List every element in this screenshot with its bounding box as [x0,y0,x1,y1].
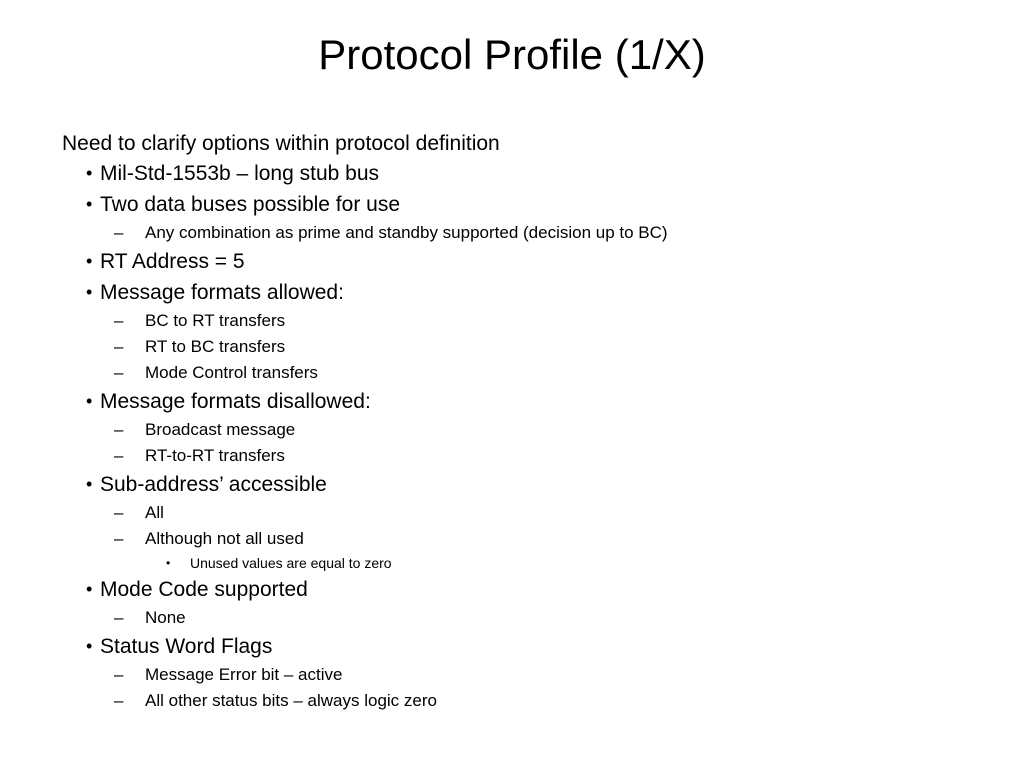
dash-text: Message Error bit – active [145,665,343,684]
dash-icon: – [114,363,124,382]
dash-icon: – [114,223,124,242]
bullet-icon: • [86,194,93,214]
bullet-text: Message formats allowed: [100,281,344,304]
bullet-icon: • [166,556,171,570]
bullet-text: RT Address = 5 [100,250,245,273]
dash-item: – All [62,500,962,526]
dash-text: RT to BC transfers [145,337,286,356]
dash-item: – Message Error bit – active [62,662,962,688]
bullet-item: • Two data buses possible for use [62,189,962,220]
bullet-item: • Mode Code supported [62,574,962,605]
dash-text: RT-to-RT transfers [145,446,285,465]
dash-item: – Mode Control transfers [62,360,962,386]
bullet-icon: • [86,163,93,183]
dash-icon: – [114,665,124,684]
dash-item: – Although not all used [62,526,962,552]
dash-text: All other status bits – always logic zer… [145,691,437,710]
bullet-item: • Status Word Flags [62,631,962,662]
bullet-item: • Message formats disallowed: [62,386,962,417]
dash-icon: – [114,529,124,548]
bullet-text: Message formats disallowed: [100,390,371,413]
bullet-item: • Sub-address’ accessible [62,469,962,500]
bullet-icon: • [86,282,93,302]
slide-body: Need to clarify options within protocol … [62,130,962,714]
bullet-item: • RT Address = 5 [62,246,962,277]
dash-icon: – [114,420,124,439]
bullet-icon: • [86,579,93,599]
dash-text: Mode Control transfers [145,363,318,382]
bullet-text: Two data buses possible for use [100,193,401,216]
dash-icon: – [114,311,124,330]
dash-icon: – [114,503,124,522]
bullet-item: • Message formats allowed: [62,277,962,308]
bullet-icon: • [86,636,93,656]
dash-item: – BC to RT transfers [62,308,962,334]
dash-icon: – [114,608,124,627]
dash-icon: – [114,446,124,465]
bullet-icon: • [86,251,93,271]
dash-item: – RT to BC transfers [62,334,962,360]
bullet-icon: • [86,391,93,411]
dash-item: – None [62,605,962,631]
dash-icon: – [114,691,124,710]
dash-text: None [145,608,186,627]
dash-text: Broadcast message [145,420,296,439]
bullet-text: Mode Code supported [100,578,308,601]
dash-text: Although not all used [145,529,304,548]
dash-item: – Broadcast message [62,417,962,443]
bullet-item: • Mil-Std-1553b – long stub bus [62,158,962,189]
slide-title: Protocol Profile (1/X) [318,31,706,78]
sub-bullet-text: Unused values are equal to zero [190,555,392,571]
sub-bullet-item: • Unused values are equal to zero [62,552,962,574]
bullet-text: Status Word Flags [100,635,273,658]
bullet-text: Sub-address’ accessible [100,473,327,496]
intro-text: Need to clarify options within protocol … [62,132,500,155]
dash-item: – All other status bits – always logic ze… [62,688,962,714]
dash-item: – Any combination as prime and standby su… [62,220,962,246]
dash-text: Any combination as prime and standby sup… [145,223,668,242]
dash-text: All [145,503,164,522]
dash-item: – RT-to-RT transfers [62,443,962,469]
dash-icon: – [114,337,124,356]
dash-text: BC to RT transfers [145,311,286,330]
bullet-icon: • [86,474,93,494]
bullet-text: Mil-Std-1553b – long stub bus [100,162,379,185]
